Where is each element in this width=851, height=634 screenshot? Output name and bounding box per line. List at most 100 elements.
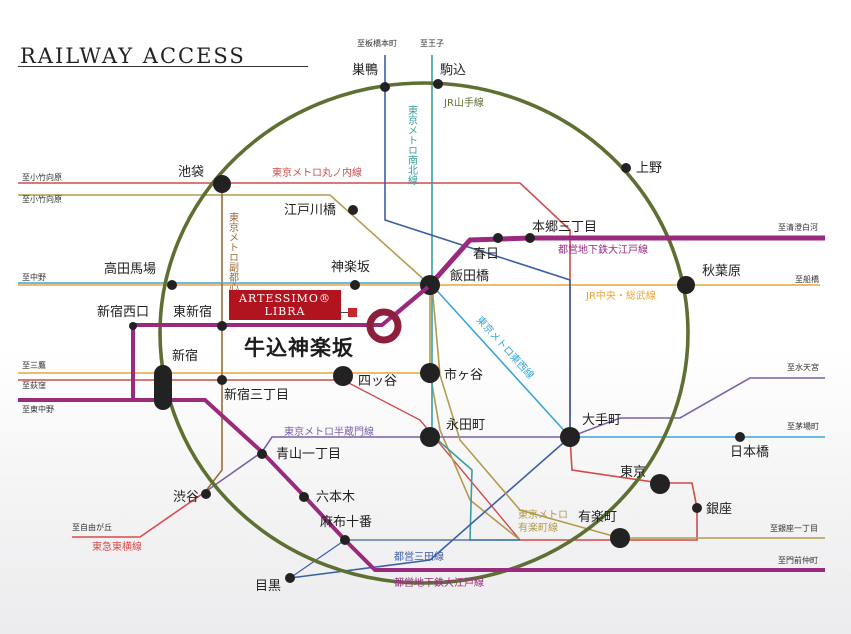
station-dot-kasuga[interactable] xyxy=(493,233,503,243)
property-logo-line2: LIBRA xyxy=(264,305,306,318)
station-label-azabujuban: 麻布十番 xyxy=(320,515,372,530)
property-marker[interactable] xyxy=(366,308,402,344)
line-label-hanzomon: 東京メトロ半蔵門線 xyxy=(284,425,374,438)
property-name: 牛込神楽坂 xyxy=(244,336,354,360)
station-dot-yotsuya[interactable] xyxy=(333,366,353,386)
property-logo-tick xyxy=(339,312,349,313)
line-fukutoshin-v xyxy=(204,185,223,493)
station-dot-hongo3[interactable] xyxy=(525,233,535,243)
station-label-nihombashi: 日本橋 xyxy=(730,445,769,460)
station-label-iidabashi: 飯田橋 xyxy=(450,269,489,284)
station-label-sugamo: 巣鴨 xyxy=(352,63,378,78)
station-dot-ichigaya[interactable] xyxy=(420,363,440,383)
station-label-kagurazaka: 神楽坂 xyxy=(331,259,370,275)
line-marunouchi-shinjuku xyxy=(18,379,620,541)
station-label-meguro: 目黒 xyxy=(255,579,281,594)
line-label-yurakucho-1: 東京メトロ xyxy=(518,508,568,521)
station-dot-ikebukuro[interactable] xyxy=(213,175,231,193)
station-label-aoyama1: 青山一丁目 xyxy=(276,447,341,462)
station-label-ueno: 上野 xyxy=(636,161,662,176)
station-label-ichigaya: 市ヶ谷 xyxy=(444,367,483,383)
line-marunouchi xyxy=(18,182,698,541)
station-label-roppongi: 六本木 xyxy=(316,490,355,505)
property-logo-mark xyxy=(348,308,357,317)
station-dot-shibuya[interactable] xyxy=(201,489,211,499)
station-dot-otemachi[interactable] xyxy=(560,427,580,447)
station-label-tokyo: 東京 xyxy=(620,464,646,480)
line-label-tozai: 東京メトロ東西線 xyxy=(474,313,537,381)
dest-komukaihara1: 至小竹向原 xyxy=(22,172,62,182)
station-dot-kagurazaka[interactable] xyxy=(350,280,360,290)
station-label-hongo3: 本郷三丁目 xyxy=(532,220,597,235)
station-label-shinjuku: 新宿 xyxy=(172,348,198,364)
dest-ginza1: 至銀座一丁目 xyxy=(770,523,818,533)
station-label-akihabara: 秋葉原 xyxy=(702,264,741,279)
station-dot-roppongi[interactable] xyxy=(299,492,309,502)
dest-funabashi: 至船橋 xyxy=(795,274,819,284)
station-dot-ginza[interactable] xyxy=(692,503,702,513)
station-dot-tokyo[interactable] xyxy=(650,474,670,494)
station-dot-sugamo[interactable] xyxy=(380,82,390,92)
station-dot-nihombashi[interactable] xyxy=(735,432,745,442)
station-dot-azabujuban[interactable] xyxy=(340,535,350,545)
title-rule xyxy=(18,66,308,67)
station-label-nagatacho: 永田町 xyxy=(446,418,485,433)
station-dot-komagome[interactable] xyxy=(433,79,443,89)
station-label-shinjuku3: 新宿三丁目 xyxy=(224,387,289,403)
station-dot-shinjukunishiguchi[interactable] xyxy=(129,322,137,330)
station-dot-takadanobaba[interactable] xyxy=(167,280,177,290)
dest-mizutengu: 至水天宮 xyxy=(787,362,819,372)
line-toyoko xyxy=(72,491,206,538)
station-label-ginza: 銀座 xyxy=(706,502,732,517)
station-label-komagome: 駒込 xyxy=(440,63,466,78)
station-dot-aoyama1[interactable] xyxy=(257,449,267,459)
line-label-toyoko: 東急東横線 xyxy=(92,540,142,553)
map-title: RAILWAY ACCESS xyxy=(20,44,246,68)
line-label-oedo-top: 都営地下鉄大江戸線 xyxy=(558,243,648,256)
station-label-higashishinjuku: 東新宿 xyxy=(173,304,212,320)
dest-kayabacho: 至茅場町 xyxy=(787,421,819,431)
station-label-otemachi: 大手町 xyxy=(582,413,621,428)
line-label-mita: 都営三田線 xyxy=(394,550,444,563)
station-label-kasuga: 春日 xyxy=(473,247,499,262)
station-label-edogawabashi: 江戸川橋 xyxy=(284,203,336,218)
station-label-shibuya: 渋谷 xyxy=(173,490,199,505)
station-dot-ueno[interactable] xyxy=(621,163,631,173)
station-dot-meguro[interactable] xyxy=(285,573,295,583)
property-logo: ARTESSIMO® LIBRA xyxy=(229,290,341,320)
station-label-shinjukunishiguchi: 新宿西口 xyxy=(97,304,149,320)
dest-nakano: 至中野 xyxy=(22,272,46,282)
line-label-namboku: 東京メトロ南北線 xyxy=(406,104,418,185)
dest-kiyosumi: 至清澄白河 xyxy=(778,222,818,232)
line-label-yurakucho-2: 有楽町線 xyxy=(518,521,558,534)
station-dot-yurakucho[interactable] xyxy=(610,528,630,548)
station-dot-nagatacho[interactable] xyxy=(420,427,440,447)
line-label-fukutoshin: 東京メトロ副都心線 xyxy=(227,211,239,302)
dest-higashinakano: 至東中野 xyxy=(22,404,54,414)
line-yamanote xyxy=(158,81,690,585)
station-dot-akihabara[interactable] xyxy=(677,276,695,294)
station-dot-higashishinjuku[interactable] xyxy=(217,321,227,331)
line-label-chuo-sobu: JR中央・総武線 xyxy=(585,289,656,302)
station-dot-edogawabashi[interactable] xyxy=(348,205,358,215)
line-yurakucho xyxy=(431,284,825,539)
property-connector xyxy=(394,285,430,316)
property-logo-line1: ARTESSIMO® xyxy=(239,292,331,305)
station-dot-shinjuku[interactable] xyxy=(154,365,172,410)
station-label-ikebukuro: 池袋 xyxy=(178,165,204,180)
station-dot-shinjuku3[interactable] xyxy=(217,375,227,385)
dest-komukaihara2: 至小竹向原 xyxy=(22,194,62,204)
dest-oji: 至王子 xyxy=(420,39,444,48)
dest-itabashihoncho: 至板橋本町 xyxy=(357,38,397,48)
line-namboku xyxy=(431,55,520,541)
station-label-takadanobaba: 高田馬場 xyxy=(104,261,156,277)
station-label-yotsuya: 四ッ谷 xyxy=(358,374,397,389)
dest-monzen: 至門前仲町 xyxy=(778,555,818,565)
line-label-oedo-bottom: 都営地下鉄大江戸線 xyxy=(394,576,484,589)
station-label-yurakucho: 有楽町 xyxy=(578,509,617,525)
line-label-marunouchi: 東京メトロ丸ノ内線 xyxy=(272,166,362,179)
dest-jiyugaoka: 至自由が丘 xyxy=(72,522,112,532)
